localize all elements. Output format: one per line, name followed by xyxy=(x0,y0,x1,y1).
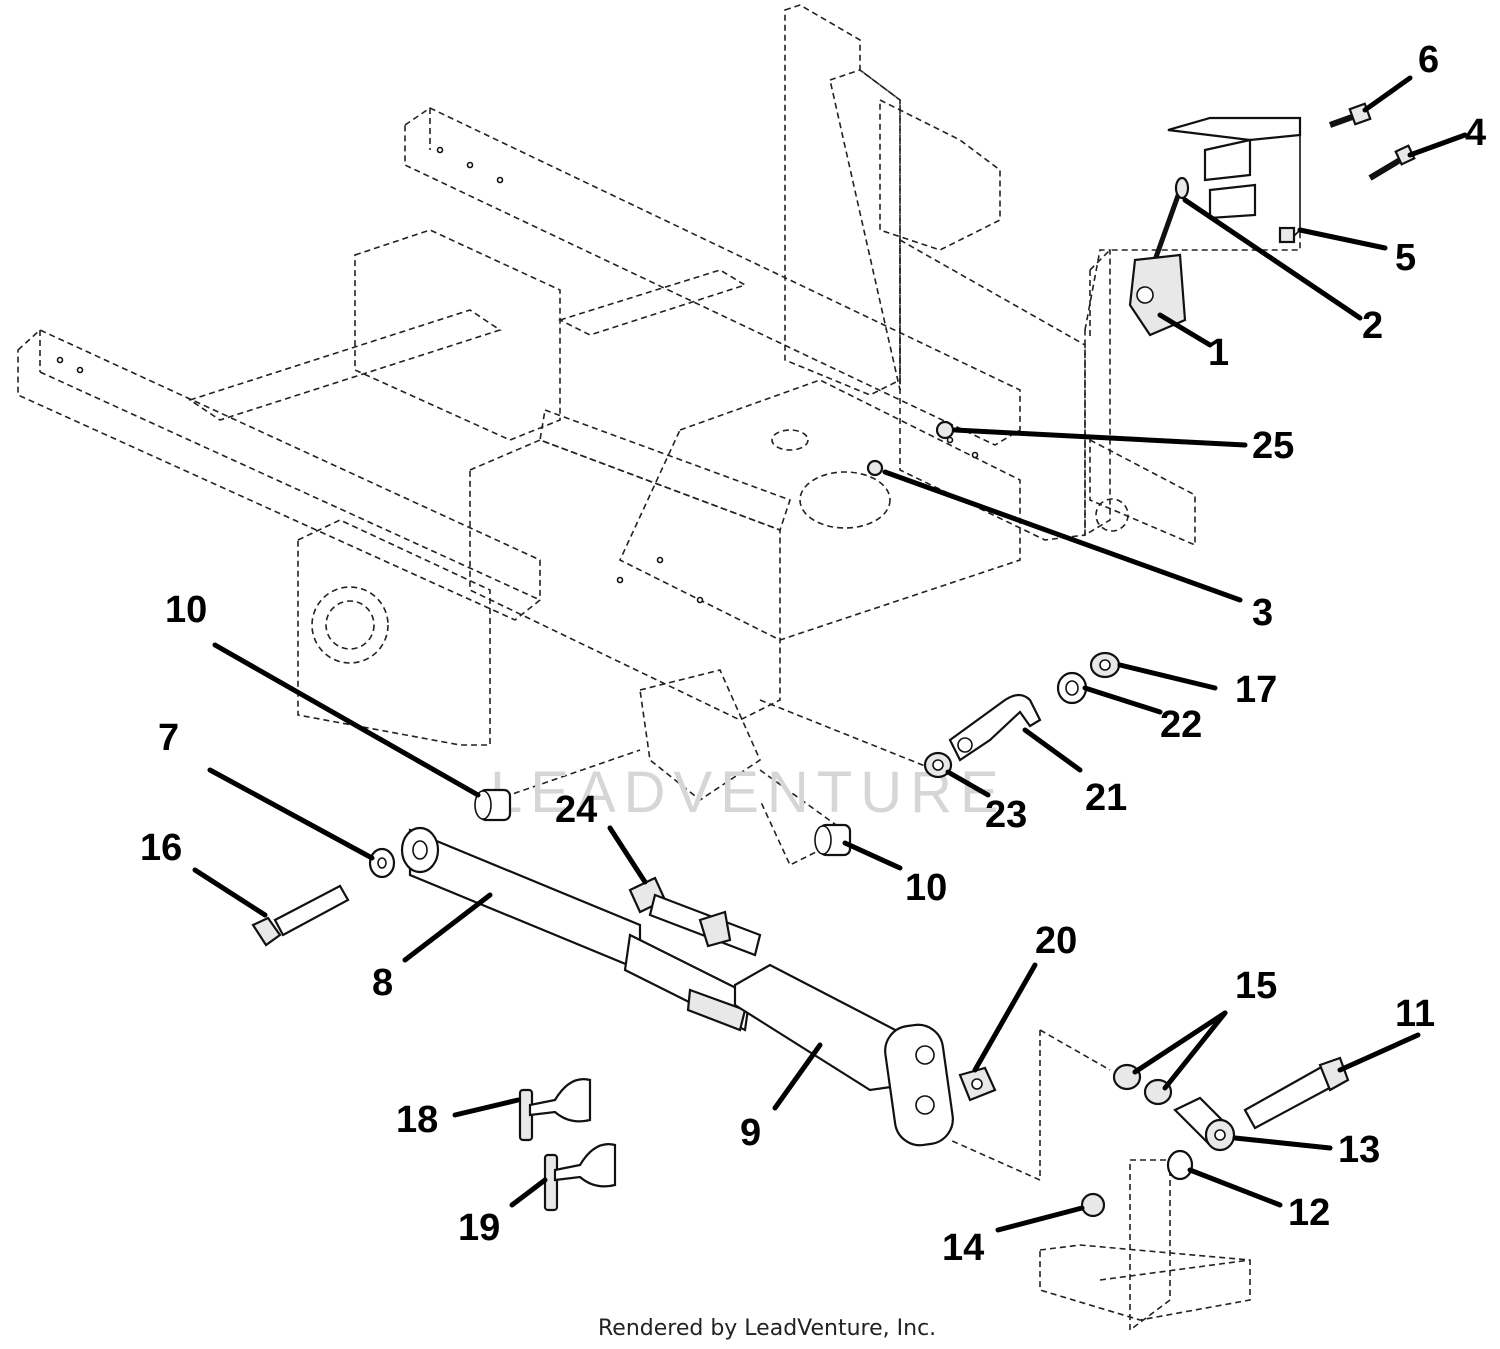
credit-text: Rendered by LeadVenture, Inc. xyxy=(598,1316,936,1341)
callout-18: 18 xyxy=(396,1099,438,1141)
callout-7: 7 xyxy=(158,717,179,759)
callout-13: 13 xyxy=(1338,1129,1380,1171)
callout-17: 17 xyxy=(1235,669,1277,711)
callout-24: 24 xyxy=(555,789,597,831)
callout-25: 25 xyxy=(1252,425,1294,467)
part-2-lever xyxy=(1152,176,1190,261)
callout-4: 4 xyxy=(1465,112,1486,154)
part-25-washer xyxy=(935,420,955,440)
part-12-washer xyxy=(1166,1149,1194,1181)
callout-5: 5 xyxy=(1395,237,1416,279)
parts xyxy=(251,102,1416,1218)
callout-15: 15 xyxy=(1235,965,1277,1007)
callout-23: 23 xyxy=(985,794,1027,836)
part-4-screw xyxy=(1368,144,1416,181)
callout-11: 11 xyxy=(1395,993,1435,1035)
part-6-screw xyxy=(1328,102,1372,128)
callout-2: 2 xyxy=(1362,305,1383,347)
part-22-washer xyxy=(1056,671,1088,705)
part-10-spacer-right xyxy=(814,823,852,857)
part-20-nut xyxy=(958,1066,997,1102)
callout-3: 3 xyxy=(1252,592,1273,634)
callout-8: 8 xyxy=(372,962,393,1004)
part-15-nuts xyxy=(1112,1063,1173,1106)
callout-10-right: 10 xyxy=(905,867,947,909)
watermark-text: LEADVENTURE xyxy=(490,760,1007,825)
part-8-cylinder xyxy=(400,826,752,1032)
callout-labels: 1 2 3 4 5 6 7 8 9 10 10 11 12 13 14 15 1… xyxy=(140,39,1486,1269)
callout-6: 6 xyxy=(1418,39,1439,81)
part-10-spacer-left xyxy=(474,788,512,822)
part-13-sleeve xyxy=(1173,1096,1236,1152)
part-24-adjuster xyxy=(628,876,762,957)
part-9-rod xyxy=(733,963,954,1147)
part-1-control xyxy=(1128,253,1187,337)
part-18-clip xyxy=(518,1078,592,1142)
leader-lines xyxy=(192,75,1468,1233)
part-23-nut xyxy=(923,751,953,779)
part-11-bolt xyxy=(1243,1056,1350,1130)
callout-9: 9 xyxy=(740,1112,761,1154)
callout-1: 1 xyxy=(1208,332,1229,374)
callout-22: 22 xyxy=(1160,704,1202,746)
part-16-bolt xyxy=(251,884,350,947)
part-21-link xyxy=(948,693,1042,762)
callout-10-left: 10 xyxy=(165,589,207,631)
part-5-bracket xyxy=(1167,116,1302,244)
frame-holes xyxy=(56,146,979,604)
callout-20: 20 xyxy=(1035,920,1077,962)
callout-21: 21 xyxy=(1085,777,1127,819)
part-19-clip xyxy=(543,1143,617,1212)
callout-14: 14 xyxy=(942,1227,984,1269)
part-14-nut xyxy=(1080,1192,1106,1218)
part-3-nut xyxy=(866,459,884,477)
part-7-washer xyxy=(368,847,396,879)
callout-12: 12 xyxy=(1288,1192,1330,1234)
callout-19: 19 xyxy=(458,1207,500,1249)
part-17-nut xyxy=(1089,651,1121,679)
callout-16: 16 xyxy=(140,827,182,869)
